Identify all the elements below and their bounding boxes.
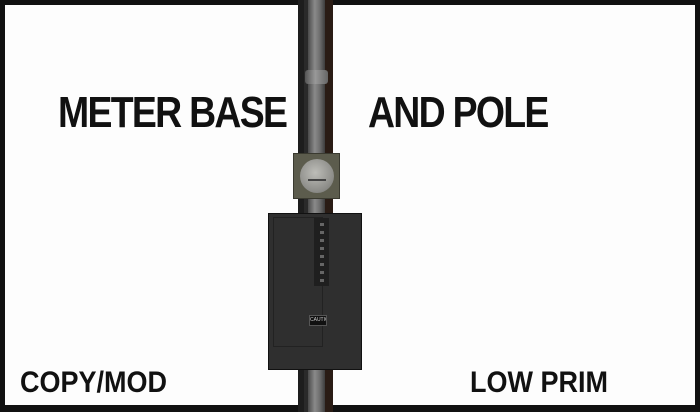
- electrical-panel: CAUTION: [268, 213, 362, 370]
- caution-label: CAUTION: [309, 315, 327, 326]
- meter-base: [293, 153, 340, 199]
- low-prim-label: LOW PRIM: [470, 366, 608, 399]
- conduit-coupling: [305, 70, 328, 84]
- title-right: AND POLE: [368, 88, 549, 137]
- electric-meter: [300, 159, 334, 193]
- breaker-column: [314, 218, 329, 286]
- title-left: METER BASE: [58, 88, 288, 137]
- copy-mod-label: COPY/MOD: [20, 366, 168, 399]
